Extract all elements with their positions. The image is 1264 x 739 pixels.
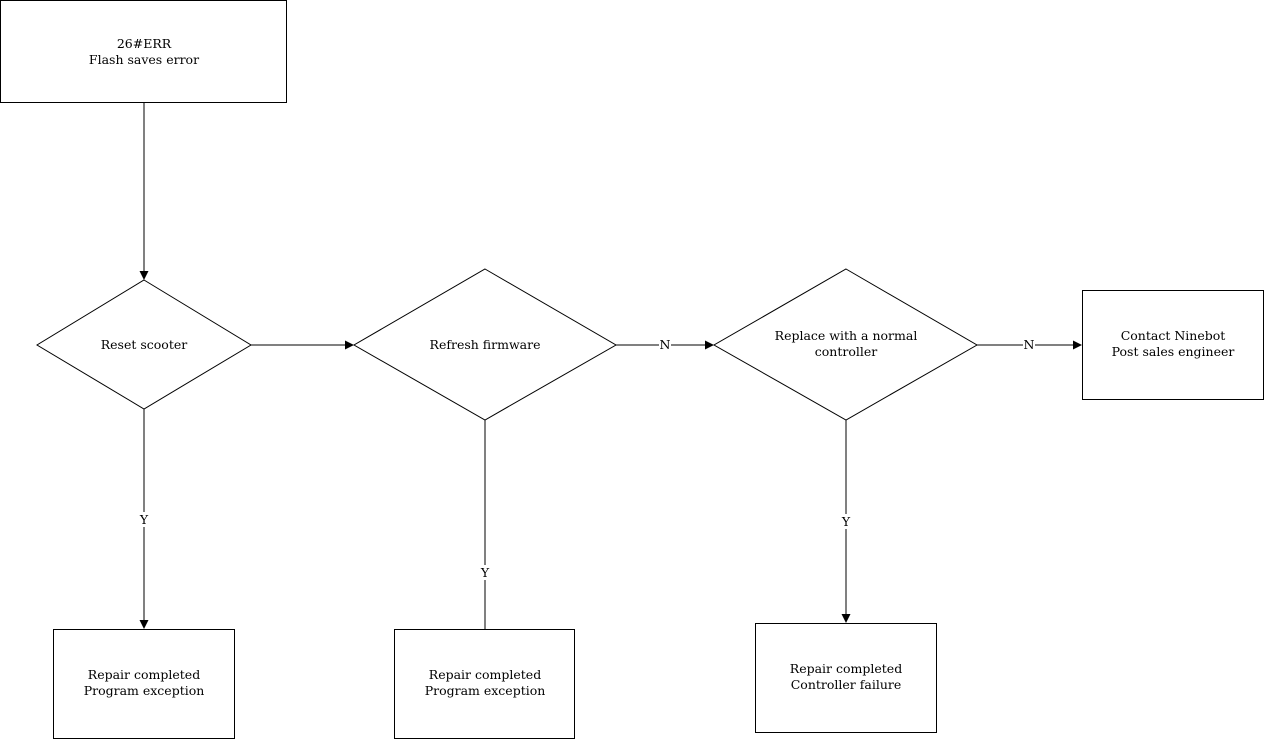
node-contact-line1: Contact Ninebot (1121, 328, 1226, 343)
node-repair2-line1: Repair completed (429, 667, 541, 682)
node-repair3-line2: Controller failure (791, 677, 902, 692)
node-replace-decision: Replace with a normal controller (712, 268, 979, 421)
edge-refresh-to-repair2: Y (478, 420, 492, 629)
edge-replace-to-repair3: Y (839, 420, 853, 623)
node-repair1-line2: Program exception (84, 683, 205, 698)
node-contact: Contact Ninebot Post sales engineer (1082, 290, 1264, 400)
edge-label-n: N (1024, 337, 1035, 352)
edge-label-y: Y (480, 565, 490, 580)
node-reset-label: Reset scooter (101, 337, 188, 352)
node-start-line2: Flash saves error (89, 52, 199, 67)
node-contact-line2: Post sales engineer (1112, 344, 1235, 359)
node-replace-line2: controller (815, 344, 877, 359)
edge-label-n: N (660, 337, 671, 352)
edge-reset-to-repair1: Y (137, 409, 151, 629)
node-repair1-line1: Repair completed (88, 667, 200, 682)
node-refresh-label: Refresh firmware (430, 337, 541, 352)
node-repair1: Repair completed Program exception (53, 629, 235, 739)
edge-replace-to-contact: N (977, 337, 1082, 352)
node-repair2: Repair completed Program exception (394, 629, 575, 739)
node-replace-line1: Replace with a normal (775, 328, 918, 343)
edge-label-y: Y (139, 512, 149, 527)
node-start: 26#ERR Flash saves error (0, 0, 287, 103)
node-start-line1: 26#ERR (117, 36, 172, 51)
node-reset-decision: Reset scooter (36, 279, 252, 410)
edge-label-y: Y (841, 514, 851, 529)
edge-refresh-to-replace: N (616, 337, 714, 352)
node-repair3-line1: Repair completed (790, 661, 902, 676)
node-repair3: Repair completed Controller failure (755, 623, 937, 733)
node-repair2-line2: Program exception (425, 683, 546, 698)
node-refresh-decision: Refresh firmware (352, 268, 618, 421)
edge-reset-to-refresh (251, 340, 354, 350)
edge-start-to-reset (139, 103, 149, 280)
